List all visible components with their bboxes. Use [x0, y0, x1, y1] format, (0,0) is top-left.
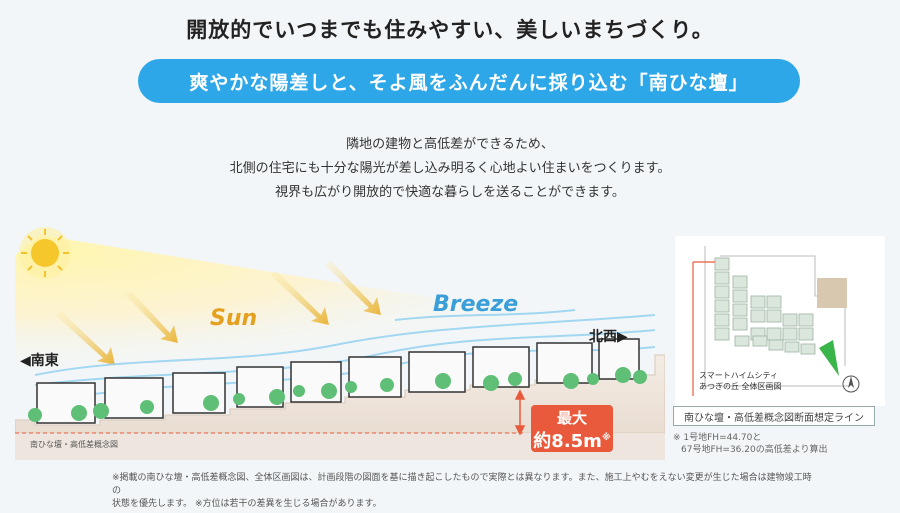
description-line-3: 視界も広がり開放的で快適な暮らしを送ることができます。: [275, 185, 625, 200]
description-line-1: 隣地の建物と高低差ができるため、: [346, 137, 554, 152]
northwest-label: 北西▶: [589, 329, 628, 345]
map-title-line-2: あつぎの丘 全体区画図: [699, 381, 782, 391]
site-plan-illustration: スマートハイムシティ あつぎの丘 全体区画図: [692, 246, 860, 396]
description-line-2: 北側の住宅にも十分な陽光が差し込み明るく心地よい住まいをつくります。: [229, 161, 671, 176]
headline-banner: 爽やかな陽差しと、そよ風をふんだんに採り込む「南ひな壇」: [138, 59, 800, 103]
sun-label: Sun: [210, 306, 257, 331]
height-arrow: [514, 389, 526, 436]
southeast-label: ◀南東: [20, 353, 59, 369]
lot-grid: [714, 257, 816, 355]
map-note-line-2: 67号地FH=36.20の高低差より算出: [681, 445, 828, 455]
description: 隣地の建物と高低差ができるため、 北側の住宅にも十分な陽光が差し込み明るく心地よ…: [0, 133, 900, 205]
terraced-ground: [14, 354, 666, 434]
height-badge-top: 最大: [556, 409, 587, 427]
height-badge-value-text: 約8.5m: [533, 431, 602, 452]
breeze-label: Breeze: [433, 292, 518, 317]
houses: [36, 338, 640, 424]
footer-note-1: ※掲載の南ひな壇・高低差概念図、全体区画図は、計画段階の図面を基に描き起こしたも…: [112, 473, 812, 496]
height-badge: 最大 約8.5m※: [531, 405, 613, 452]
footer-notes: ※掲載の南ひな壇・高低差概念図、全体区画図は、計画段階の図面を基に描き起こしたも…: [112, 472, 812, 511]
map-title-line-1: スマートハイムシティ: [699, 371, 778, 380]
section-caption: 南ひな壇・高低差概念図: [30, 439, 118, 449]
height-badge-note: ※: [601, 433, 611, 443]
site-plan-map: スマートハイムシティ あつぎの丘 全体区画図: [675, 236, 885, 406]
north-arrow-icon: [842, 375, 860, 393]
sunlight-arrows: [55, 261, 381, 365]
plot-67-highlight: [819, 340, 839, 376]
map-note-line-1: ※ 1号地FH=44.70と: [673, 433, 762, 443]
height-badge-value: 約8.5m※: [531, 427, 613, 453]
facility-block: [817, 278, 847, 308]
sun-icon: [19, 227, 71, 279]
page-title: 開放的でいつまでも住みやすい、美しいまちづくり。: [186, 18, 714, 42]
map-caption: 南ひな壇・高低差概念図断面想定ライン: [673, 406, 875, 426]
trees: [28, 367, 647, 422]
footer-note-2: 状態を優先します。 ※方位は若干の差異を生じる場合があります。: [112, 499, 382, 509]
sunlight-beam: [15, 235, 665, 375]
